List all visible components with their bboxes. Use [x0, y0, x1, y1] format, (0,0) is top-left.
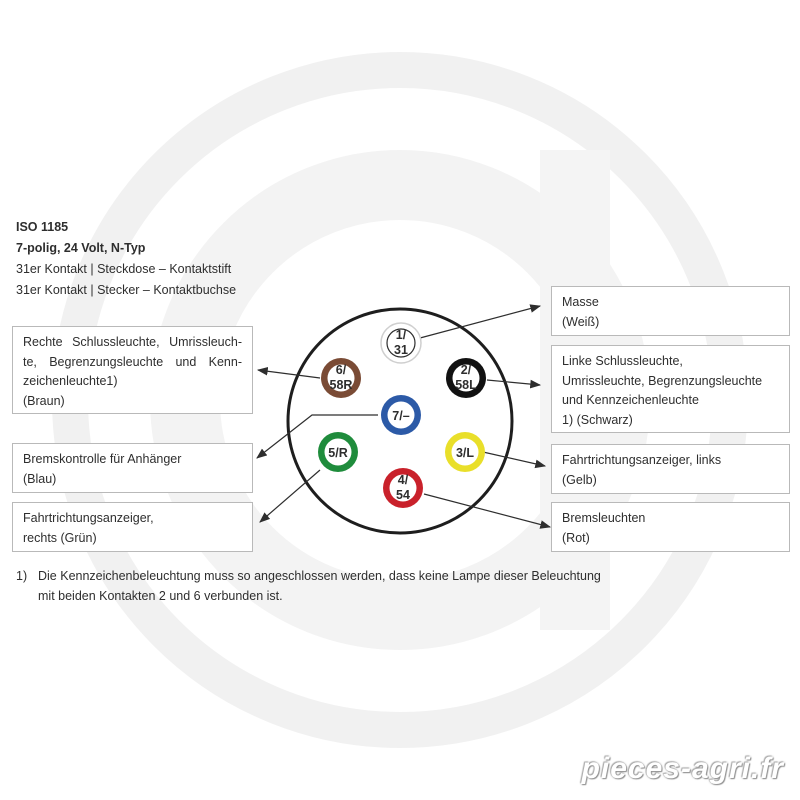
- label-fahrtrichtung-links: Fahrtrichtungsanzeiger, links (Gelb): [551, 444, 790, 494]
- pin-4: 4/ 54: [383, 468, 423, 508]
- label-masse: Masse (Weiß): [551, 286, 790, 336]
- header: ISO 1185 7-polig, 24 Volt, N-Typ 31er Ko…: [16, 217, 236, 301]
- pin-6-label-bottom: 58R: [330, 378, 353, 392]
- footnote-number: 1): [16, 569, 28, 583]
- pin-6: 6/ 58R: [321, 358, 361, 398]
- watermark-text: pieces-agri.fr: [581, 752, 784, 785]
- pin-4-label-bottom: 54: [396, 488, 410, 502]
- label-bremsleuchten: Bremsleuchten (Rot): [551, 502, 790, 552]
- label-fahrt-rechts-line-1: Fahrtrichtungsanzeiger,: [23, 511, 154, 525]
- pin-6-label-top: 6/: [336, 363, 347, 377]
- pin-1-label-bottom: 31: [394, 343, 408, 357]
- label-rechte-schlussleuchte: Rechte Schlussleuchte, Umrissleuch- te, …: [12, 326, 253, 414]
- header-line-2: 31er Kontakt | Stecker – Kontaktbuchse: [16, 283, 237, 297]
- label-rechte-line-3: zeichenleuchte1): [23, 374, 118, 388]
- pin-3: 3/L: [445, 432, 485, 472]
- label-fahrt-links-line-1: Fahrtrichtungsanzeiger, links: [562, 453, 722, 467]
- footnote-text: Die Kennzeichenbeleuchtung muss so anges…: [38, 566, 601, 606]
- header-line-1: 31er Kontakt | Steckdose – Kontaktstift: [16, 262, 232, 276]
- pin-4-label-top: 4/: [398, 473, 409, 487]
- leader-pin-5: [259, 469, 321, 523]
- label-linke-line-4: 1) (Schwarz): [562, 412, 633, 427]
- pin-5: 5/R: [318, 432, 358, 472]
- label-bremskontrolle: Bremskontrolle für Anhänger (Blau): [12, 443, 253, 493]
- leader-pin-6: [256, 366, 321, 379]
- label-rechte-line-1: Rechte Schlussleuchte, Umrissleuch-: [23, 335, 242, 349]
- header-title: ISO 1185: [16, 220, 69, 234]
- pin-5-label: 5/R: [328, 446, 347, 460]
- label-brems-line-1: Bremsleuchten: [562, 511, 646, 525]
- label-masse-line-2: (Weiß): [562, 314, 600, 329]
- label-bremskontrolle-line-1: Bremskontrolle für Anhänger: [23, 452, 182, 466]
- label-fahrt-links-line-2: (Gelb): [562, 472, 597, 487]
- label-brems-line-2: (Rot): [562, 530, 590, 545]
- footnote-line-1: Die Kennzeichenbeleuchtung muss so anges…: [38, 569, 601, 583]
- leader-pin-3: [482, 451, 547, 469]
- pin-7-label: 7/–: [392, 409, 409, 423]
- pin-2-label-bottom: 58L: [455, 378, 477, 392]
- footnote-line-2: mit beiden Kontakten 2 und 6 verbunden i…: [38, 589, 283, 603]
- label-rechte-line-2: te, Begrenzungsleuchte und Kenn-: [23, 354, 242, 369]
- label-linke-line-1: Linke Schlussleuchte,: [562, 354, 683, 368]
- label-bremskontrolle-line-2: (Blau): [23, 471, 57, 486]
- pin-7: 7/–: [381, 395, 421, 435]
- pin-2: 2/ 58L: [446, 358, 486, 398]
- label-fahrtrichtung-rechts: Fahrtrichtungsanzeiger, rechts (Grün): [12, 502, 253, 552]
- leader-pin-7: [256, 414, 378, 459]
- leader-pin-1: [419, 304, 542, 339]
- label-linke-schlussleuchte: Linke Schlussleuchte, Umrissleuchte, Beg…: [551, 345, 790, 433]
- pin-3-label: 3/L: [456, 446, 474, 460]
- label-linke-line-2: Umrissleuchte, Begrenzungsleuchte: [562, 373, 763, 388]
- label-masse-line-1: Masse: [562, 295, 599, 309]
- label-fahrt-rechts-line-2: rechts (Grün): [23, 530, 97, 545]
- label-rechte-line-4: (Braun): [23, 393, 65, 408]
- pin-1-label-top: 1/: [396, 328, 407, 342]
- leader-pin-4: [423, 493, 552, 529]
- header-subtitle: 7-polig, 24 Volt, N-Typ: [16, 241, 146, 255]
- leader-pin-2: [486, 379, 542, 389]
- label-linke-line-3: und Kennzeichenleuchte: [562, 393, 699, 407]
- pin-2-label-top: 2/: [461, 363, 472, 377]
- pin-1: 1/ 31: [380, 322, 422, 364]
